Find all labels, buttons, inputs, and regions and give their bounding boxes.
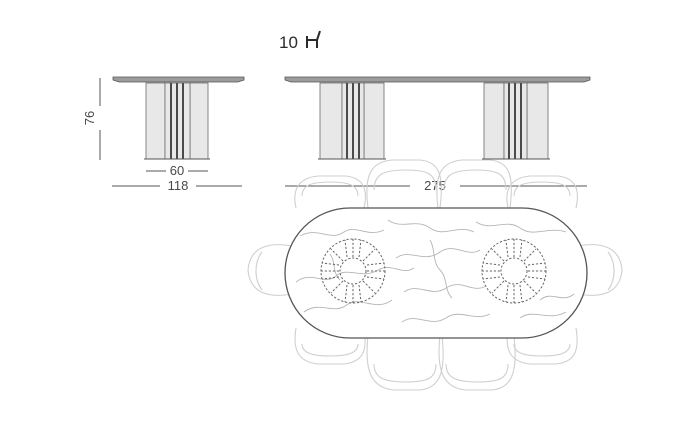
table-top-plan (284, 207, 588, 339)
side-elevation (112, 76, 245, 160)
base-depth-label: 60 (170, 163, 184, 178)
table-depth-label: 118 (168, 178, 189, 193)
base-plan-left (320, 238, 386, 304)
chair-outlines (247, 159, 623, 391)
base-plan-right (481, 238, 547, 304)
marble-veining (295, 219, 575, 323)
chair-top-4 (506, 175, 578, 209)
chair-top-3 (436, 159, 512, 209)
seat-count-label: 10 (279, 33, 298, 52)
chair-bottom-2 (366, 335, 444, 391)
height-label: 76 (82, 111, 97, 125)
plan-view (247, 159, 623, 391)
right-pedestal (482, 82, 550, 160)
chair-bottom-1 (294, 327, 366, 365)
left-pedestal (318, 82, 386, 160)
chair-left-end (247, 244, 293, 296)
front-elevation (284, 76, 591, 160)
chair-bottom-3 (438, 335, 516, 391)
height-dimension: 76 (82, 78, 101, 160)
chair-right-end (577, 244, 623, 296)
chair-icon (306, 30, 321, 48)
table-length-dimension: 275 (285, 178, 587, 193)
table-depth-dimension: 118 (112, 178, 242, 193)
chair-top-1 (294, 175, 366, 209)
chair-top-2 (366, 159, 442, 209)
chair-bottom-4 (506, 327, 578, 365)
table-length-label: 275 (424, 178, 446, 193)
base-depth-dimension: 60 (146, 163, 208, 178)
